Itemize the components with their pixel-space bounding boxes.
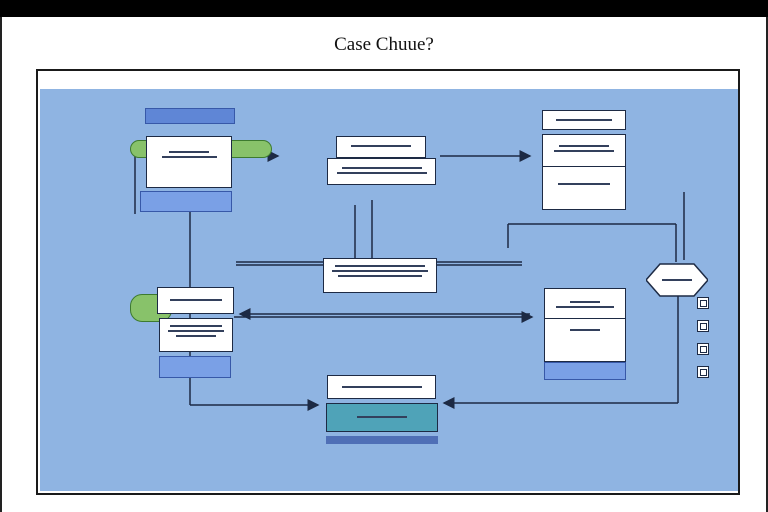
top-left-box-text-line: [169, 151, 209, 153]
bottom-process-box: [326, 403, 438, 432]
top-right-text-line: [559, 145, 609, 147]
top-center-text-line-2: [336, 172, 427, 174]
bottom-header-line: [341, 386, 422, 388]
mid-right-divider: [545, 318, 625, 319]
mid-left-header-box: [157, 287, 234, 314]
middle-center-line-2: [332, 270, 428, 272]
frame-left-edge: [0, 17, 2, 512]
top-left-process-box: [146, 136, 232, 188]
mid-right-text-line: [570, 301, 600, 303]
bottom-box-line: [357, 416, 407, 418]
mid-right-footer: [544, 362, 626, 380]
top-right-process-box: [542, 134, 626, 210]
mid-right-lower-line: [570, 329, 600, 331]
decision-diamond: [646, 263, 708, 297]
diagram-title: Case Chuue?: [334, 34, 434, 55]
top-right-header-line: [556, 119, 612, 121]
side-icon-4: [697, 366, 709, 378]
top-right-divider: [543, 166, 625, 167]
top-center-label-box: [336, 136, 426, 158]
decision-label: [646, 262, 708, 298]
side-icon-3: [697, 343, 709, 355]
top-right-header-box: [542, 110, 626, 130]
mid-left-footer: [159, 356, 231, 378]
mid-left-text-line-3: [176, 335, 216, 337]
bottom-header-box: [327, 375, 436, 399]
mid-left-text-line: [170, 325, 222, 327]
top-center-label-line: [351, 145, 411, 147]
mid-left-process-box: [159, 318, 233, 352]
top-center-text-line: [341, 167, 422, 169]
side-icon-2: [697, 320, 709, 332]
top-bar: [0, 0, 768, 17]
top-left-box-text-line-2: [161, 156, 217, 158]
middle-center-line-3: [338, 275, 422, 277]
frame-right-edge: [766, 17, 768, 512]
mid-right-text-line-2: [556, 306, 614, 308]
top-right-lower-line: [558, 183, 610, 185]
top-left-footer: [140, 191, 232, 212]
top-right-text-line-2: [554, 150, 614, 152]
bottom-footer: [326, 436, 438, 444]
mid-left-header-line: [169, 299, 222, 301]
top-center-process-box: [327, 158, 436, 185]
middle-center-line: [335, 265, 425, 267]
mid-left-text-line-2: [168, 330, 224, 332]
mid-right-process-box: [544, 288, 626, 362]
middle-center-box: [323, 258, 437, 293]
top-left-header: [145, 108, 235, 124]
side-icon-1: [697, 297, 709, 309]
